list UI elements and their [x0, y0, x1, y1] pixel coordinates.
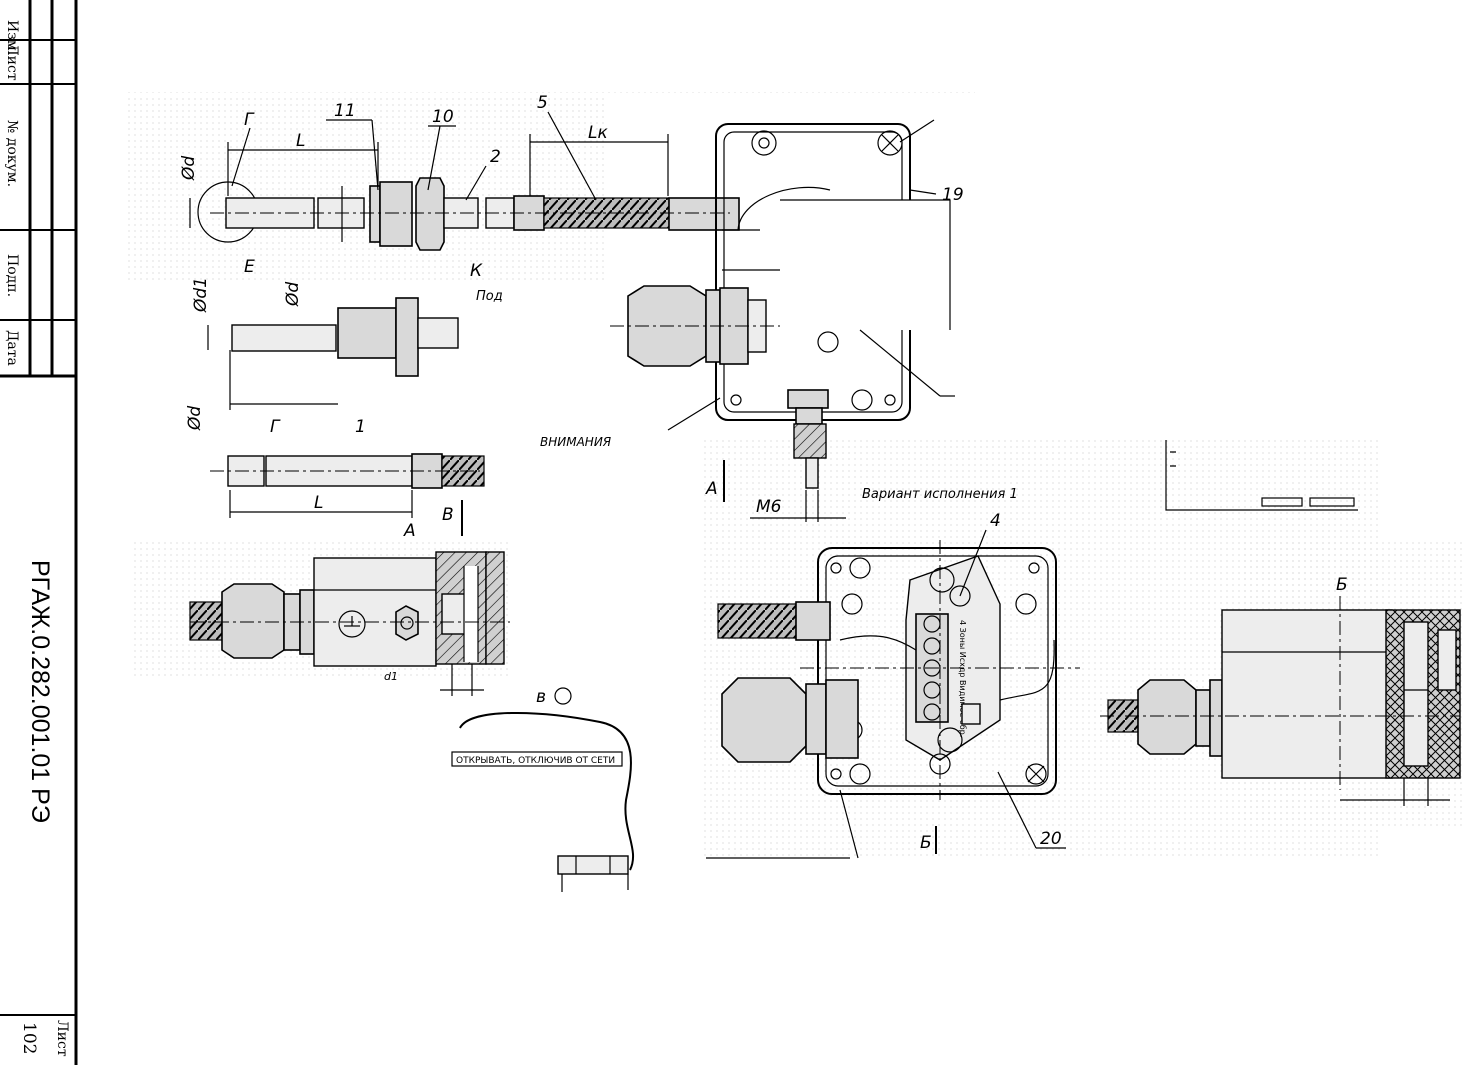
document-number: РГАЖ.0.282.001.01 РЭ: [26, 560, 54, 823]
scan-area-1: [128, 95, 608, 280]
fragment-pod: Под: [476, 289, 503, 304]
junction-box-top: 19 A M6 Вариант исполнения 1: [610, 119, 1018, 522]
dim-phi-d-mid: Ød: [283, 282, 303, 307]
stamp-col-list: Лист: [4, 44, 20, 81]
sheet-label: Лист: [54, 1020, 70, 1057]
fragment-far-right: [1165, 440, 1358, 511]
dim-M6: M6: [756, 497, 782, 517]
callout-20: 20: [1040, 829, 1062, 849]
title-block: Изм. Лист № докум. Подп. Дата РГАЖ.0.282…: [0, 0, 78, 1065]
callout-1-left: 1: [355, 417, 366, 437]
fragment-d1: d1: [384, 670, 398, 683]
terminal-label: 4 Зоны Исхдр Видимое обр.: [958, 620, 967, 737]
callout-g: Г: [244, 110, 255, 130]
callout-10: 10: [432, 107, 454, 127]
warning-plate-text: ОТКРЫВАТЬ, ОТКЛЮЧИВ ОТ СЕТИ: [456, 756, 615, 766]
callout-4: 4: [990, 511, 1001, 531]
dim-L-low: L: [314, 493, 323, 513]
callout-5: 5: [537, 93, 548, 113]
section-b-left: B: [442, 505, 454, 525]
sheet-number: 102: [19, 1022, 39, 1054]
sensor-view-3: Ød L A B ВНИМАНИЯ: [185, 406, 612, 541]
section-b-bottom: Б: [920, 833, 932, 853]
fitting-view: Ød1 Ød Г 1: [191, 277, 459, 437]
stamp-col-data: Дата: [4, 330, 20, 366]
stamp-col-izm: Изм.: [4, 20, 20, 55]
dim-phi-d-top: Ød: [179, 156, 199, 181]
fragment-vnimanie: ВНИМАНИЯ: [540, 435, 612, 449]
warning-plate-view: в ОТКРЫВАТЬ, ОТКЛЮЧИВ ОТ СЕТИ: [451, 687, 635, 892]
sensor-assembly-top: L Lк Ød Г 11 10 5 2 Е К Под: [179, 93, 740, 304]
housing-section-right: Б: [1100, 575, 1461, 806]
dim-phi-d-low: Ød: [185, 406, 205, 431]
fragment-variant-mid: К: [470, 261, 483, 281]
fragment-heading-g: Г: [270, 417, 281, 437]
view-label-v: в: [536, 687, 546, 707]
section-b-right: Б: [1336, 575, 1348, 595]
fragment-variant-bottom: Вариант исполнения 1: [862, 487, 1018, 502]
housing-side-view-left: d1: [189, 551, 510, 696]
fragment-variant-left: Е: [244, 257, 255, 277]
dim-phi-d1: Ød1: [191, 277, 211, 313]
callout-19: 19: [942, 185, 964, 205]
junction-box-open: 4 Зоны Исхдр Видимое обр. 4 20 Б: [706, 511, 1080, 859]
dim-L-top: L: [296, 131, 305, 151]
section-a-mid: A: [705, 479, 718, 499]
stamp-col-dokum: № докум.: [4, 120, 20, 187]
section-a-left: A: [403, 521, 416, 541]
dim-Lk: Lк: [588, 123, 608, 143]
callout-2: 2: [490, 147, 501, 167]
callout-11: 11: [334, 101, 356, 121]
stamp-col-podp: Подп.: [4, 254, 20, 297]
